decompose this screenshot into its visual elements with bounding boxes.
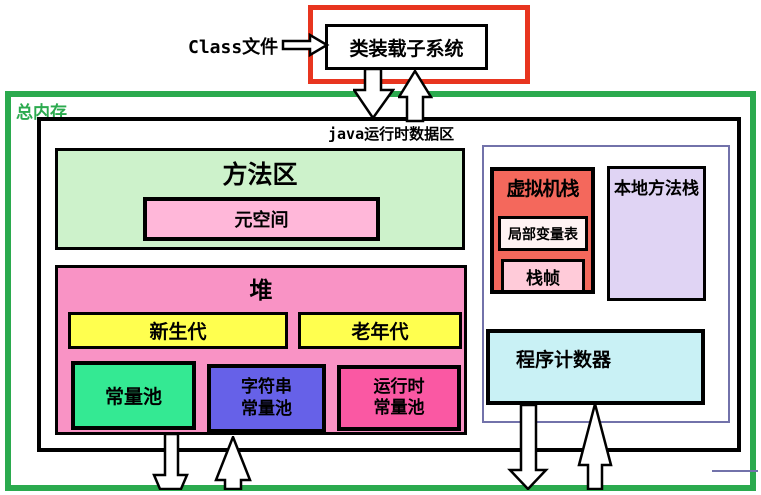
method-area-title: 方法区 (222, 160, 298, 189)
string-constant-pool-box: 字符串 常量池 (207, 364, 326, 433)
native-method-stack-box: 本地方法栈 (607, 166, 706, 301)
heap-in-arrow-icon (214, 436, 252, 490)
vm-stack-title: 虚拟机栈 (506, 178, 579, 200)
old-generation-label: 老年代 (351, 321, 409, 343)
stack-frame-box: 栈帧 (501, 259, 585, 293)
native-method-stack-label: 本地方法栈 (614, 179, 699, 199)
vm-stack-box: 虚拟机栈 局部变量表 栈帧 (490, 167, 595, 294)
local-variable-table-label: 局部变量表 (508, 226, 578, 243)
method-area-box: 方法区 元空间 (55, 148, 465, 250)
runtime-constant-pool-box: 运行时 常量池 (337, 365, 461, 431)
runtime-constant-pool-label-line2: 常量池 (373, 398, 425, 418)
young-generation-box: 新生代 (68, 312, 288, 349)
load-down-arrow-icon (353, 69, 395, 120)
string-constant-pool-label-line1: 字符串 (241, 377, 292, 398)
program-counter-label: 程序计数器 (516, 349, 612, 371)
class-loader-box: 类装载子系统 (325, 24, 488, 70)
pc-out-arrow-icon (507, 405, 549, 490)
pc-in-arrow-icon (577, 403, 613, 490)
heap-box: 堆 新生代 老年代 常量池 字符串 常量池 运行时 常量池 (55, 265, 467, 435)
local-variable-table-box: 局部变量表 (498, 216, 588, 251)
young-generation-label: 新生代 (149, 321, 207, 343)
constant-pool-label: 常量池 (104, 386, 162, 408)
program-counter-box: 程序计数器 (486, 329, 705, 405)
class-file-label: Class文件 (188, 37, 279, 58)
runtime-constant-pool-label-line1: 运行时 (373, 376, 425, 397)
stack-frame-label: 栈帧 (526, 268, 560, 289)
string-constant-pool-label-line2: 常量池 (241, 398, 292, 419)
heap-out-arrow-icon (152, 434, 189, 490)
constant-pool-box: 常量池 (71, 361, 196, 430)
metaspace-label: 元空间 (234, 210, 289, 231)
load-up-arrow-icon (398, 70, 433, 123)
runtime-data-area-label: java运行时数据区 (328, 125, 455, 143)
old-generation-box: 老年代 (298, 312, 462, 349)
metaspace-box: 元空间 (143, 197, 380, 241)
heap-title: 堆 (249, 278, 273, 304)
class-loader-label: 类装载子系统 (349, 37, 464, 60)
panel-edge-line (712, 470, 758, 472)
block-arrow-right-icon (281, 33, 330, 57)
